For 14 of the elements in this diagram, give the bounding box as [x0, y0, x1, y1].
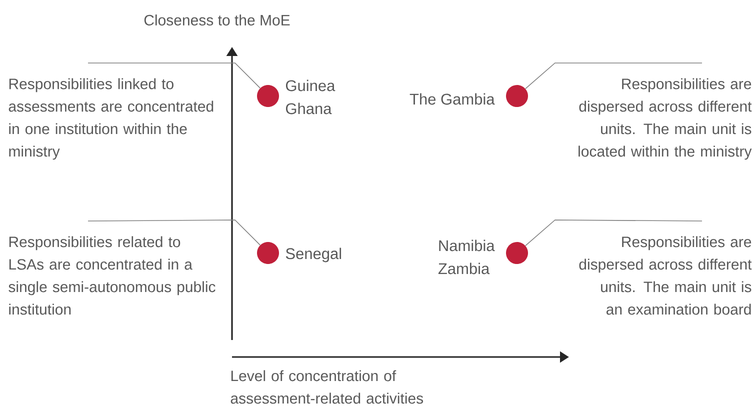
- axis-label: Closeness to the MoE: [144, 14, 290, 26]
- country-label: Namibia Zambia: [438, 240, 495, 274]
- description-text: Responsibilities are dispersed across different units. The main unit is an examination board: [579, 236, 752, 315]
- dot-marker: [506, 85, 528, 107]
- country-label: Senegal: [286, 248, 342, 262]
- description-text: Responsibilities are dispersed across different units. The main unit is located within the ministry: [578, 78, 752, 160]
- country-label: The Gambia: [410, 93, 495, 105]
- description-text: Responsibilities linked to assessments are concentrated in one institution within the ministry: [8, 78, 214, 160]
- axis-label: Level of concentration of assessment-related activities: [230, 370, 424, 404]
- description-text: Responsibilities related to LSAs are concentrated in a single semi-autonomous public institution: [8, 236, 216, 315]
- country-label: Guinea Ghana: [286, 80, 336, 114]
- dot-marker: [257, 242, 279, 264]
- dot-marker: [506, 242, 528, 264]
- dot-marker: [257, 85, 279, 107]
